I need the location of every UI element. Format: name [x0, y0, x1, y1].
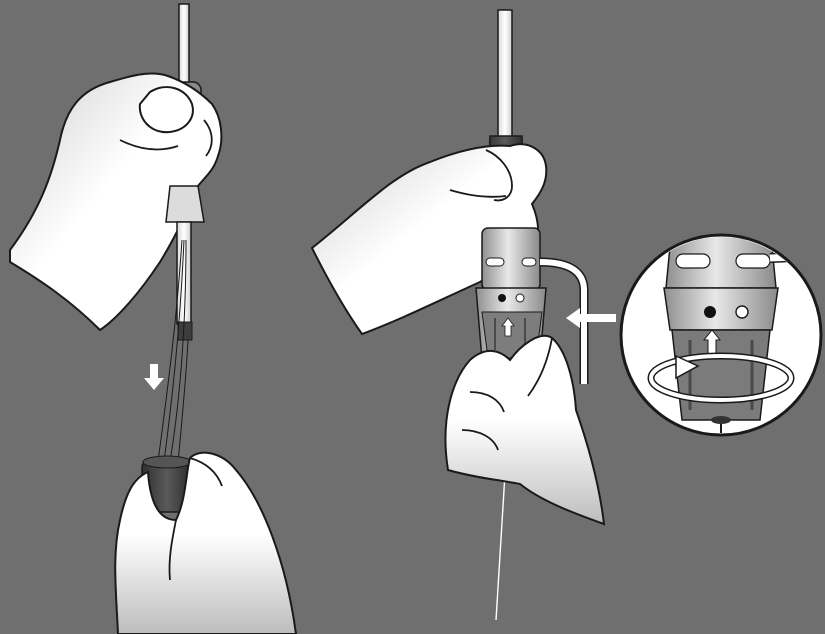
connector-ring	[177, 321, 193, 341]
detail-callout	[619, 233, 823, 437]
hand-icon	[310, 143, 548, 336]
hand-icon	[9, 72, 223, 332]
catheter-tube	[497, 9, 513, 139]
hand-icon	[444, 335, 606, 526]
valve-cap	[165, 185, 205, 223]
indicator-dots	[704, 305, 749, 319]
threads	[157, 239, 189, 463]
up-arrow-icon	[501, 317, 515, 337]
left-step-figure	[9, 3, 298, 634]
right-step-figure	[310, 9, 606, 621]
hand-icon	[114, 451, 298, 634]
thumb-outline	[138, 86, 194, 134]
left-arrow-icon	[566, 308, 616, 328]
down-arrow-icon	[144, 364, 164, 390]
